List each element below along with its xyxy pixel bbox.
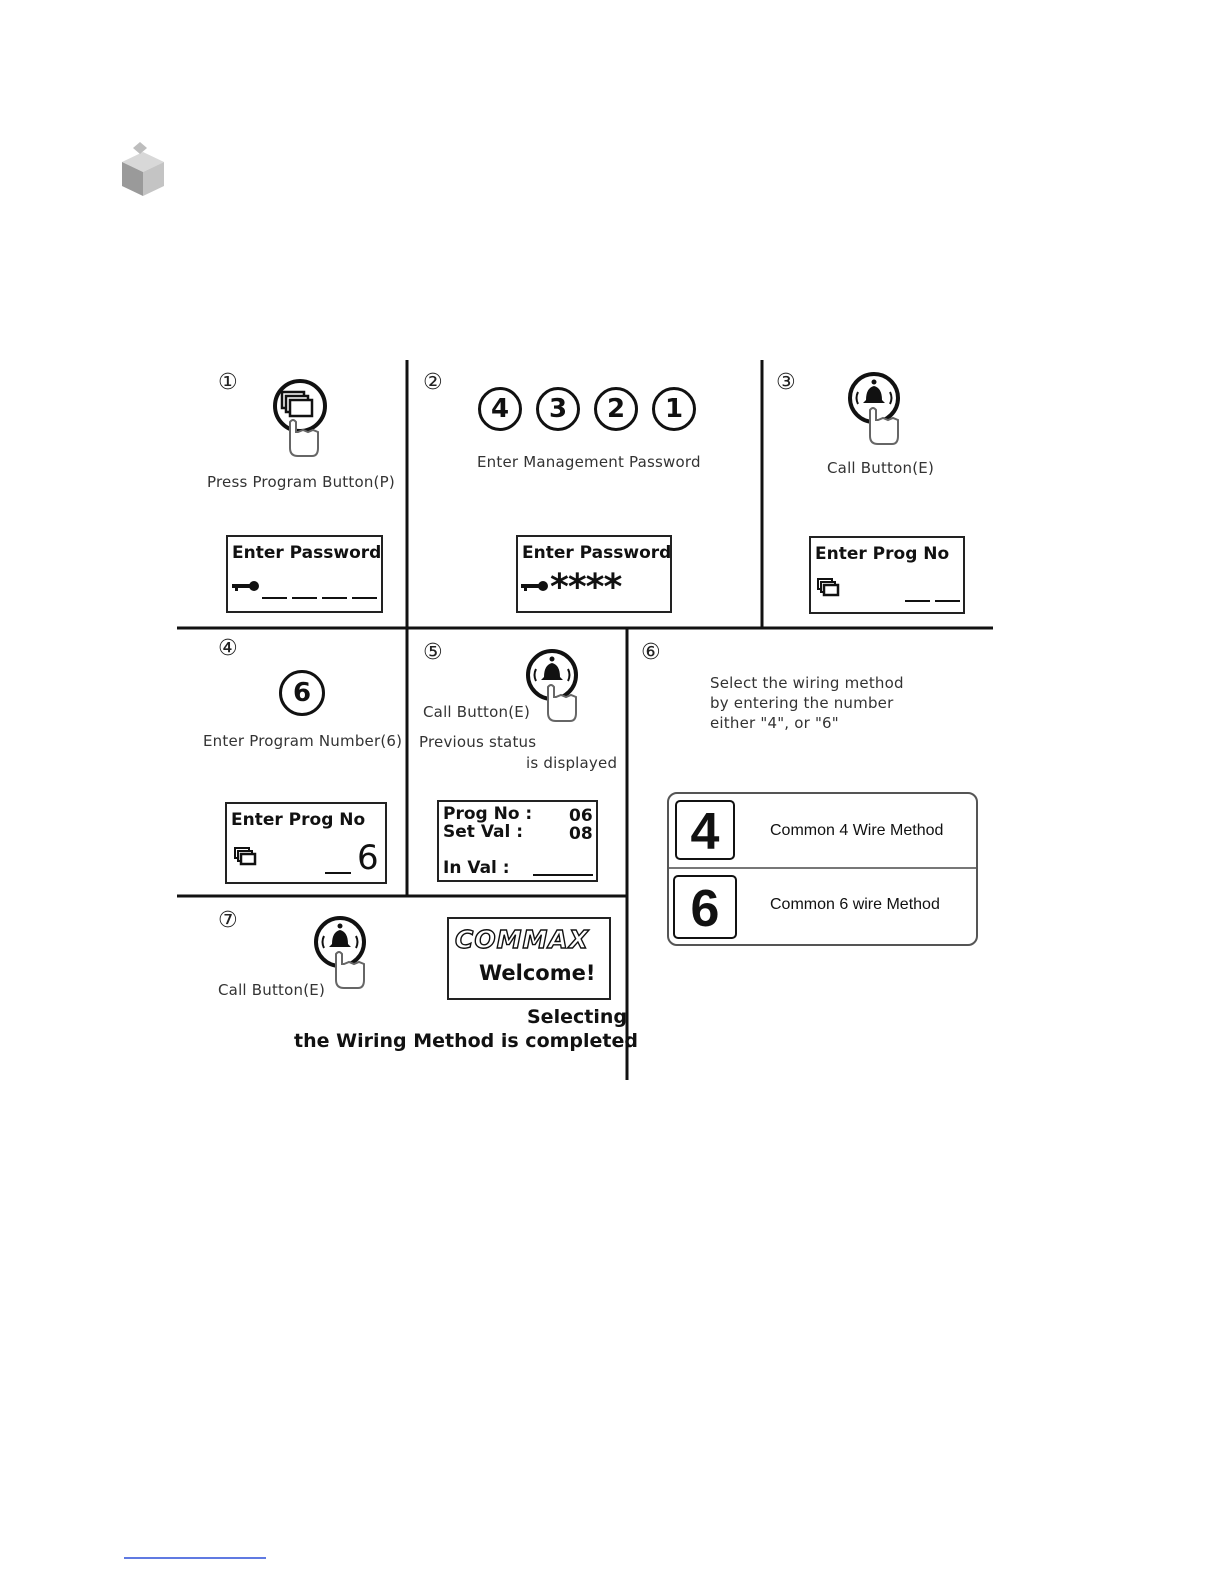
lcd-set-value: 08 [569, 824, 593, 844]
lcd-screen-4: Enter Prog No 6 [225, 802, 387, 884]
step-6-caption-line1: Select the wiring method [710, 674, 904, 692]
completion-text-line1: Selecting [527, 1006, 627, 1028]
call-button-icon [526, 649, 578, 722]
step-5-caption: Call Button(E) [423, 703, 530, 721]
in-value-blank [533, 874, 593, 876]
options-divider [669, 867, 976, 869]
step-2-caption: Enter Management Password [477, 453, 701, 471]
lcd-screen-3: Enter Prog No [809, 536, 965, 614]
step-6-caption-line2: by entering the number [710, 694, 894, 712]
completion-text-line2: the Wiring Method is completed [294, 1030, 638, 1052]
step-3-number: ③ [776, 370, 796, 395]
step-7-number: ⑦ [218, 908, 238, 933]
step-4-number: ④ [218, 636, 238, 661]
option-6-label: Common 6 wire Method [770, 896, 940, 913]
step-6-number: ⑥ [641, 640, 661, 665]
lcd-screen-5: Prog No : 06 Set Val : 08 In Val : [437, 800, 598, 882]
prog-number-blank [325, 872, 351, 874]
password-digit: 2 [594, 387, 638, 431]
lcd-title: Enter Password [232, 543, 382, 563]
lcd-screen-2: Enter Password **** [516, 535, 672, 613]
lcd-screen-1: Enter Password [226, 535, 383, 613]
step-5-caption-previous: Previous status [419, 733, 537, 751]
call-button-icon [314, 916, 366, 989]
step-4-caption: Enter Program Number(6) [203, 732, 403, 750]
password-digit: 3 [536, 387, 580, 431]
program-icon [817, 578, 840, 597]
commax-logo: COMMAX [454, 924, 589, 954]
lcd-title: Enter Password [522, 543, 672, 563]
step-5-number: ⑤ [423, 640, 443, 665]
key-icon [232, 581, 259, 591]
program-button-icon [273, 379, 327, 457]
option-6-number: 6 [673, 875, 737, 939]
program-icon [234, 847, 257, 866]
lcd-title: Enter Prog No [231, 810, 366, 830]
password-digit: 4 [478, 387, 522, 431]
lcd-screen-7: COMMAX Welcome! [447, 917, 611, 1000]
password-digit: 1 [652, 387, 696, 431]
lcd-password-value: **** [550, 567, 622, 608]
password-blanks [262, 597, 377, 599]
step-1-caption: Press Program Button(P) [207, 473, 395, 491]
step-6-caption-line3: either "4", or "6" [710, 714, 839, 732]
wiring-method-options [667, 792, 978, 946]
lcd-prog-value: 6 [357, 838, 379, 878]
lcd-title: Enter Prog No [815, 544, 950, 564]
call-button-icon [848, 372, 900, 445]
option-4-label: Common 4 Wire Method [770, 822, 944, 839]
option-4-number: 4 [675, 800, 735, 861]
key-icon [521, 581, 548, 591]
cube-icon [122, 142, 164, 196]
prog-number-blanks [905, 600, 960, 602]
lcd-prog-value: 06 [569, 806, 593, 826]
lcd-prog-label: Prog No : [443, 804, 533, 824]
step-2-number: ② [423, 370, 443, 395]
lcd-in-label: In Val : [443, 858, 510, 878]
step-5-caption-displayed: is displayed [526, 754, 618, 772]
step-3-caption: Call Button(E) [827, 459, 934, 477]
lcd-welcome: Welcome! [479, 961, 596, 985]
step-1-number: ① [218, 370, 238, 395]
step-7-caption: Call Button(E) [218, 981, 325, 999]
program-digit: 6 [279, 670, 325, 716]
lcd-set-label: Set Val : [443, 822, 524, 842]
